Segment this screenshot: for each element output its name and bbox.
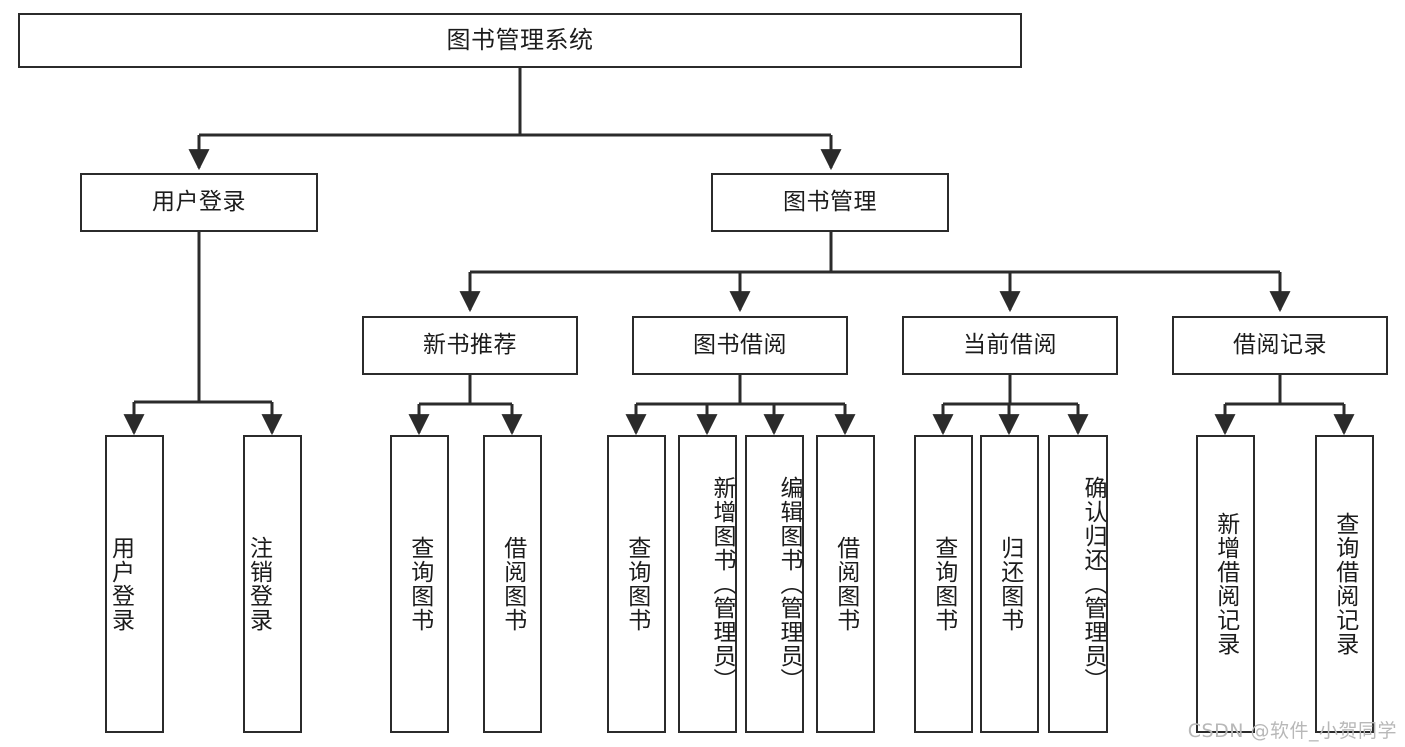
node-label: 借阅记录	[1233, 331, 1327, 358]
leaf-query-book-1[interactable]: 查询图书	[390, 435, 449, 733]
leaf-query-book-3[interactable]: 查询图书	[914, 435, 973, 733]
node-label: 查询借阅记录	[1331, 512, 1358, 656]
node-label: 用户登录	[152, 188, 246, 215]
leaf-edit-book-admin[interactable]: 编辑图书（管理员）	[745, 435, 804, 733]
node-label: 图书管理	[783, 188, 877, 215]
leaf-add-book-admin[interactable]: 新增图书（管理员）	[678, 435, 737, 733]
leaf-query-book-2[interactable]: 查询图书	[607, 435, 666, 733]
leaf-confirm-return-admin[interactable]: 确认归还（管理员）	[1048, 435, 1108, 733]
node-borrow-record[interactable]: 借阅记录	[1172, 316, 1388, 375]
leaf-query-borrow-record[interactable]: 查询借阅记录	[1315, 435, 1374, 733]
leaf-return-book[interactable]: 归还图书	[980, 435, 1039, 733]
node-label: 新增借阅记录	[1212, 512, 1239, 656]
node-book-borrow[interactable]: 图书借阅	[632, 316, 848, 375]
node-book-management[interactable]: 图书管理	[711, 173, 949, 232]
node-label: 归还图书	[996, 536, 1023, 632]
node-label: 编辑图书（管理员）	[776, 476, 802, 692]
leaf-user-login[interactable]: 用户登录	[105, 435, 164, 733]
leaf-add-borrow-record[interactable]: 新增借阅记录	[1196, 435, 1255, 733]
node-new-book-recommend[interactable]: 新书推荐	[362, 316, 578, 375]
node-label: 查询图书	[623, 536, 650, 632]
node-label: 确认归还（管理员）	[1080, 476, 1106, 692]
node-label: 新增图书（管理员）	[709, 476, 735, 692]
node-root-system[interactable]: 图书管理系统	[18, 13, 1022, 68]
node-label: 借阅图书	[832, 536, 859, 632]
node-label: 借阅图书	[499, 536, 526, 632]
node-label: 查询图书	[406, 536, 433, 632]
node-current-borrow[interactable]: 当前借阅	[902, 316, 1118, 375]
node-label: 当前借阅	[963, 331, 1057, 358]
node-label: 新书推荐	[423, 331, 517, 358]
node-label: 图书管理系统	[446, 26, 594, 55]
leaf-logout-login[interactable]: 注销登录	[243, 435, 302, 733]
node-label: 用户登录	[107, 536, 134, 632]
leaf-borrow-book-1[interactable]: 借阅图书	[483, 435, 542, 733]
node-label: 图书借阅	[693, 331, 787, 358]
node-label: 查询图书	[930, 536, 957, 632]
node-label: 注销登录	[245, 536, 272, 632]
node-user-login[interactable]: 用户登录	[80, 173, 318, 232]
leaf-borrow-book-2[interactable]: 借阅图书	[816, 435, 875, 733]
